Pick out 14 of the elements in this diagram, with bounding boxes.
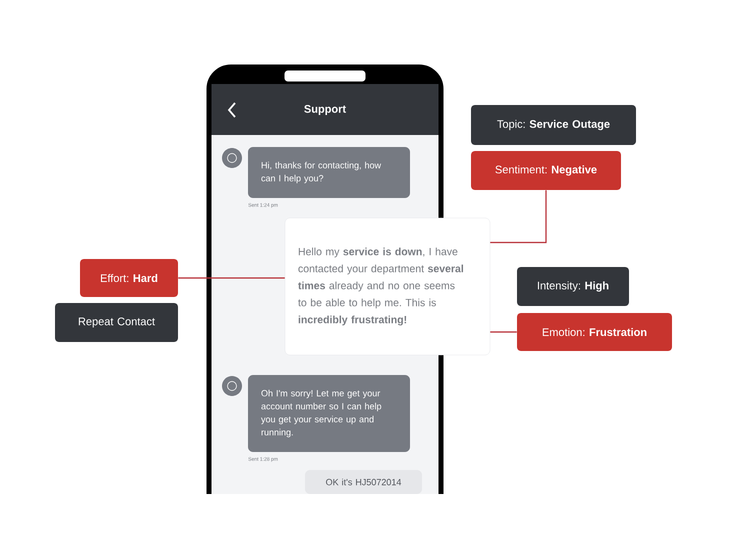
chat-bubble: Oh I'm sorry! Let me get your account number so I can help you get your service up and running. (248, 375, 410, 452)
tag-box: Topic: Service Outage (471, 105, 636, 145)
tag-box: Repeat Contact (55, 303, 178, 342)
chat-bubble: OK it's HJ5072014 (305, 470, 422, 494)
leader-line (490, 190, 547, 244)
chat-bubble: Hi, thanks for contacting, how can I help you? (248, 147, 410, 198)
message-card: Hello my service is down, I have contacted your department several times already and no one seems to be able to help me. This is incredibly frustrating! (284, 218, 490, 356)
tag-box: Sentiment: Negative (471, 151, 621, 190)
leader-line (490, 331, 517, 333)
tag-box: Emotion: Frustration (517, 313, 672, 351)
header-title: Support (304, 105, 346, 115)
leader-line (178, 277, 285, 279)
tag-box: Effort: Hard (80, 259, 178, 297)
tag-box: Intensity: High (517, 267, 629, 306)
